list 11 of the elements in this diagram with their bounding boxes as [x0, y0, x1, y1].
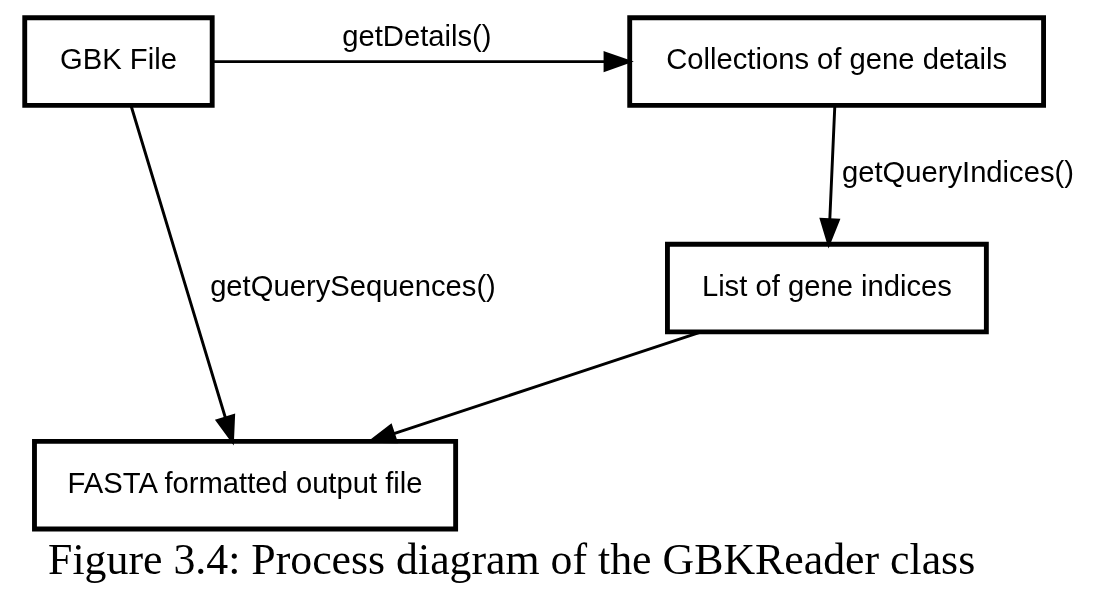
edge-label: getDetails(): [342, 20, 492, 53]
arrow: [819, 105, 841, 249]
node-box: GBK File: [22, 15, 215, 108]
node-box: List of gene indices: [665, 241, 989, 335]
arrow: [212, 51, 634, 73]
caption: Figure 3.4: Process diagram of the GBKReader class: [48, 534, 976, 583]
arrow: [129, 105, 236, 446]
edge-label: getQuerySequences(): [210, 269, 496, 302]
node-box: FASTA formatted output file: [32, 438, 459, 532]
node-box: Collections of gene details: [627, 15, 1046, 108]
edge-label: getQueryIndices(): [841, 156, 1075, 189]
